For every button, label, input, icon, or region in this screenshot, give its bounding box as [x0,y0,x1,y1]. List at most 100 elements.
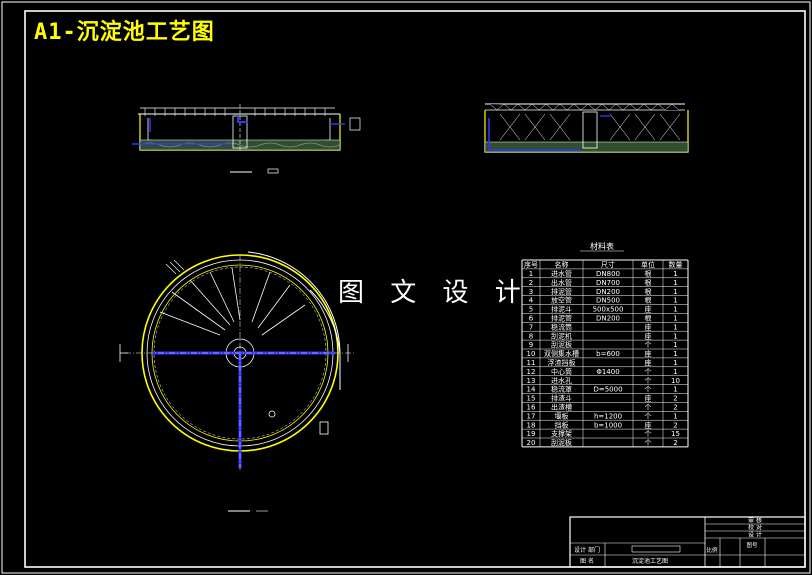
table-cell: 个 [645,430,652,438]
table-header-cell: 名称 [555,260,569,269]
table-cell: 根 [645,287,652,296]
watermark-text: 图 文 设 计 [338,278,530,308]
table-cell: 5 [529,306,533,314]
table-cell: 1 [673,386,677,394]
table-cell: 7 [529,323,533,331]
tb-label-review: 审 核 [748,517,762,525]
table-cell: 根 [645,278,652,287]
table-cell: DN200 [596,288,620,296]
table-cell: 出水管 [551,278,572,287]
title-block: 审 核 校 对 设 计 设计 部门 图 名 沉淀池工艺图 比例 图号 [569,516,806,568]
table-cell: 2 [529,279,533,287]
tb-label-name: 图 名 [580,557,594,565]
table-cell: DN500 [596,297,620,305]
table-cell: 挡板 [555,420,569,429]
table-cell: 1 [673,306,677,314]
table-cell: 10 [671,377,680,385]
tb-label-check: 校 对 [748,524,762,532]
table-cell: 个 [645,403,652,411]
table-cell: DN200 [596,314,620,322]
table-cell: 堰板 [555,411,569,420]
table-cell: 4 [529,297,534,305]
table-cell: 15 [527,395,536,403]
table-header-cell: 单位 [641,260,655,269]
table-cell: 8 [529,332,533,340]
table-cell: 座 [645,305,652,314]
table-cell: 17 [527,412,536,420]
table-cell: b=600 [596,350,620,358]
table-cell: 13 [527,377,536,385]
plan-view [119,251,355,512]
table-cell: 个 [645,377,652,385]
table-cell: 1 [673,412,677,420]
tb-label-number: 图号 [746,541,758,549]
inner-frame [24,10,806,568]
table-header-cell: 数量 [669,260,683,269]
table-cell: 刮泥板 [551,340,572,349]
table-cell: Φ1400 [596,368,619,376]
table-cell: 1 [673,350,677,358]
tb-label-scale: 比例 [706,546,718,554]
table-cell: 进水管 [551,269,572,278]
table-cell: 进水孔 [551,376,572,385]
section-view-right [484,103,689,153]
table-cell: 11 [527,359,536,367]
table-cell: 15 [671,430,680,438]
table-cell: 排泥管 [551,287,572,296]
table-cell: 排渣斗 [551,394,572,403]
table-cell: 排泥管 [551,313,572,322]
table-cell: 座 [645,322,652,331]
table-cell: 个 [645,368,652,376]
table-cell: 刮泥机 [551,331,572,340]
table-cell: 出渣槽 [551,402,572,411]
table-cell: 根 [645,313,652,322]
table-cell: 9 [529,341,533,349]
table-cell: 1 [673,279,677,287]
table-cell: 2 [673,439,677,447]
table-cell: 中心筒 [551,367,572,376]
section-view-left [132,104,361,174]
table-cell: 1 [673,332,677,340]
table-cell: 1 [529,270,533,278]
table-cell: b=1000 [594,421,622,429]
table-cell: 2 [673,403,677,411]
table-cell: 3 [529,288,533,296]
table-header-cell: 序号 [524,260,538,269]
table-cell: 18 [527,421,536,429]
table-cell: 个 [645,412,652,420]
table-cell: 10 [527,350,536,358]
table-cell: 1 [673,288,677,296]
table-cell: 6 [529,314,534,322]
table-cell: 稳流罩 [551,385,572,394]
table-cell: 支撑架 [551,429,572,438]
table-cell: 1 [673,314,677,322]
table-cell: 个 [645,386,652,394]
table-cell: 排泥斗 [551,305,572,314]
table-cell: 2 [673,421,677,429]
table-cell: 20 [527,439,536,447]
table-cell: 座 [645,394,652,403]
table-cell: 16 [527,403,536,411]
table-cell: 1 [673,270,677,278]
table-cell: 稳流筒 [551,322,572,331]
table-cell: 双侧集水槽 [544,349,579,358]
table-cell: 浮渣挡板 [548,358,576,367]
tb-label-dept: 设计 部门 [574,546,600,554]
table-cell: 放空管 [551,296,572,305]
table-cell: 14 [527,386,536,394]
table-cell: 座 [645,349,652,358]
table-cell: DN700 [596,279,620,287]
table-cell: 1 [673,341,677,349]
material-table-title: 材料表 [590,241,614,251]
table-cell: 12 [527,368,536,376]
table-cell: 根 [645,269,652,278]
table-cell: 刮泥板 [551,438,572,447]
table-cell: 座 [645,331,652,340]
table-cell: 座 [645,420,652,429]
table-cell: D=5000 [593,386,622,394]
table-header-cell: 尺寸 [601,260,615,269]
table-cell: 1 [673,297,677,305]
